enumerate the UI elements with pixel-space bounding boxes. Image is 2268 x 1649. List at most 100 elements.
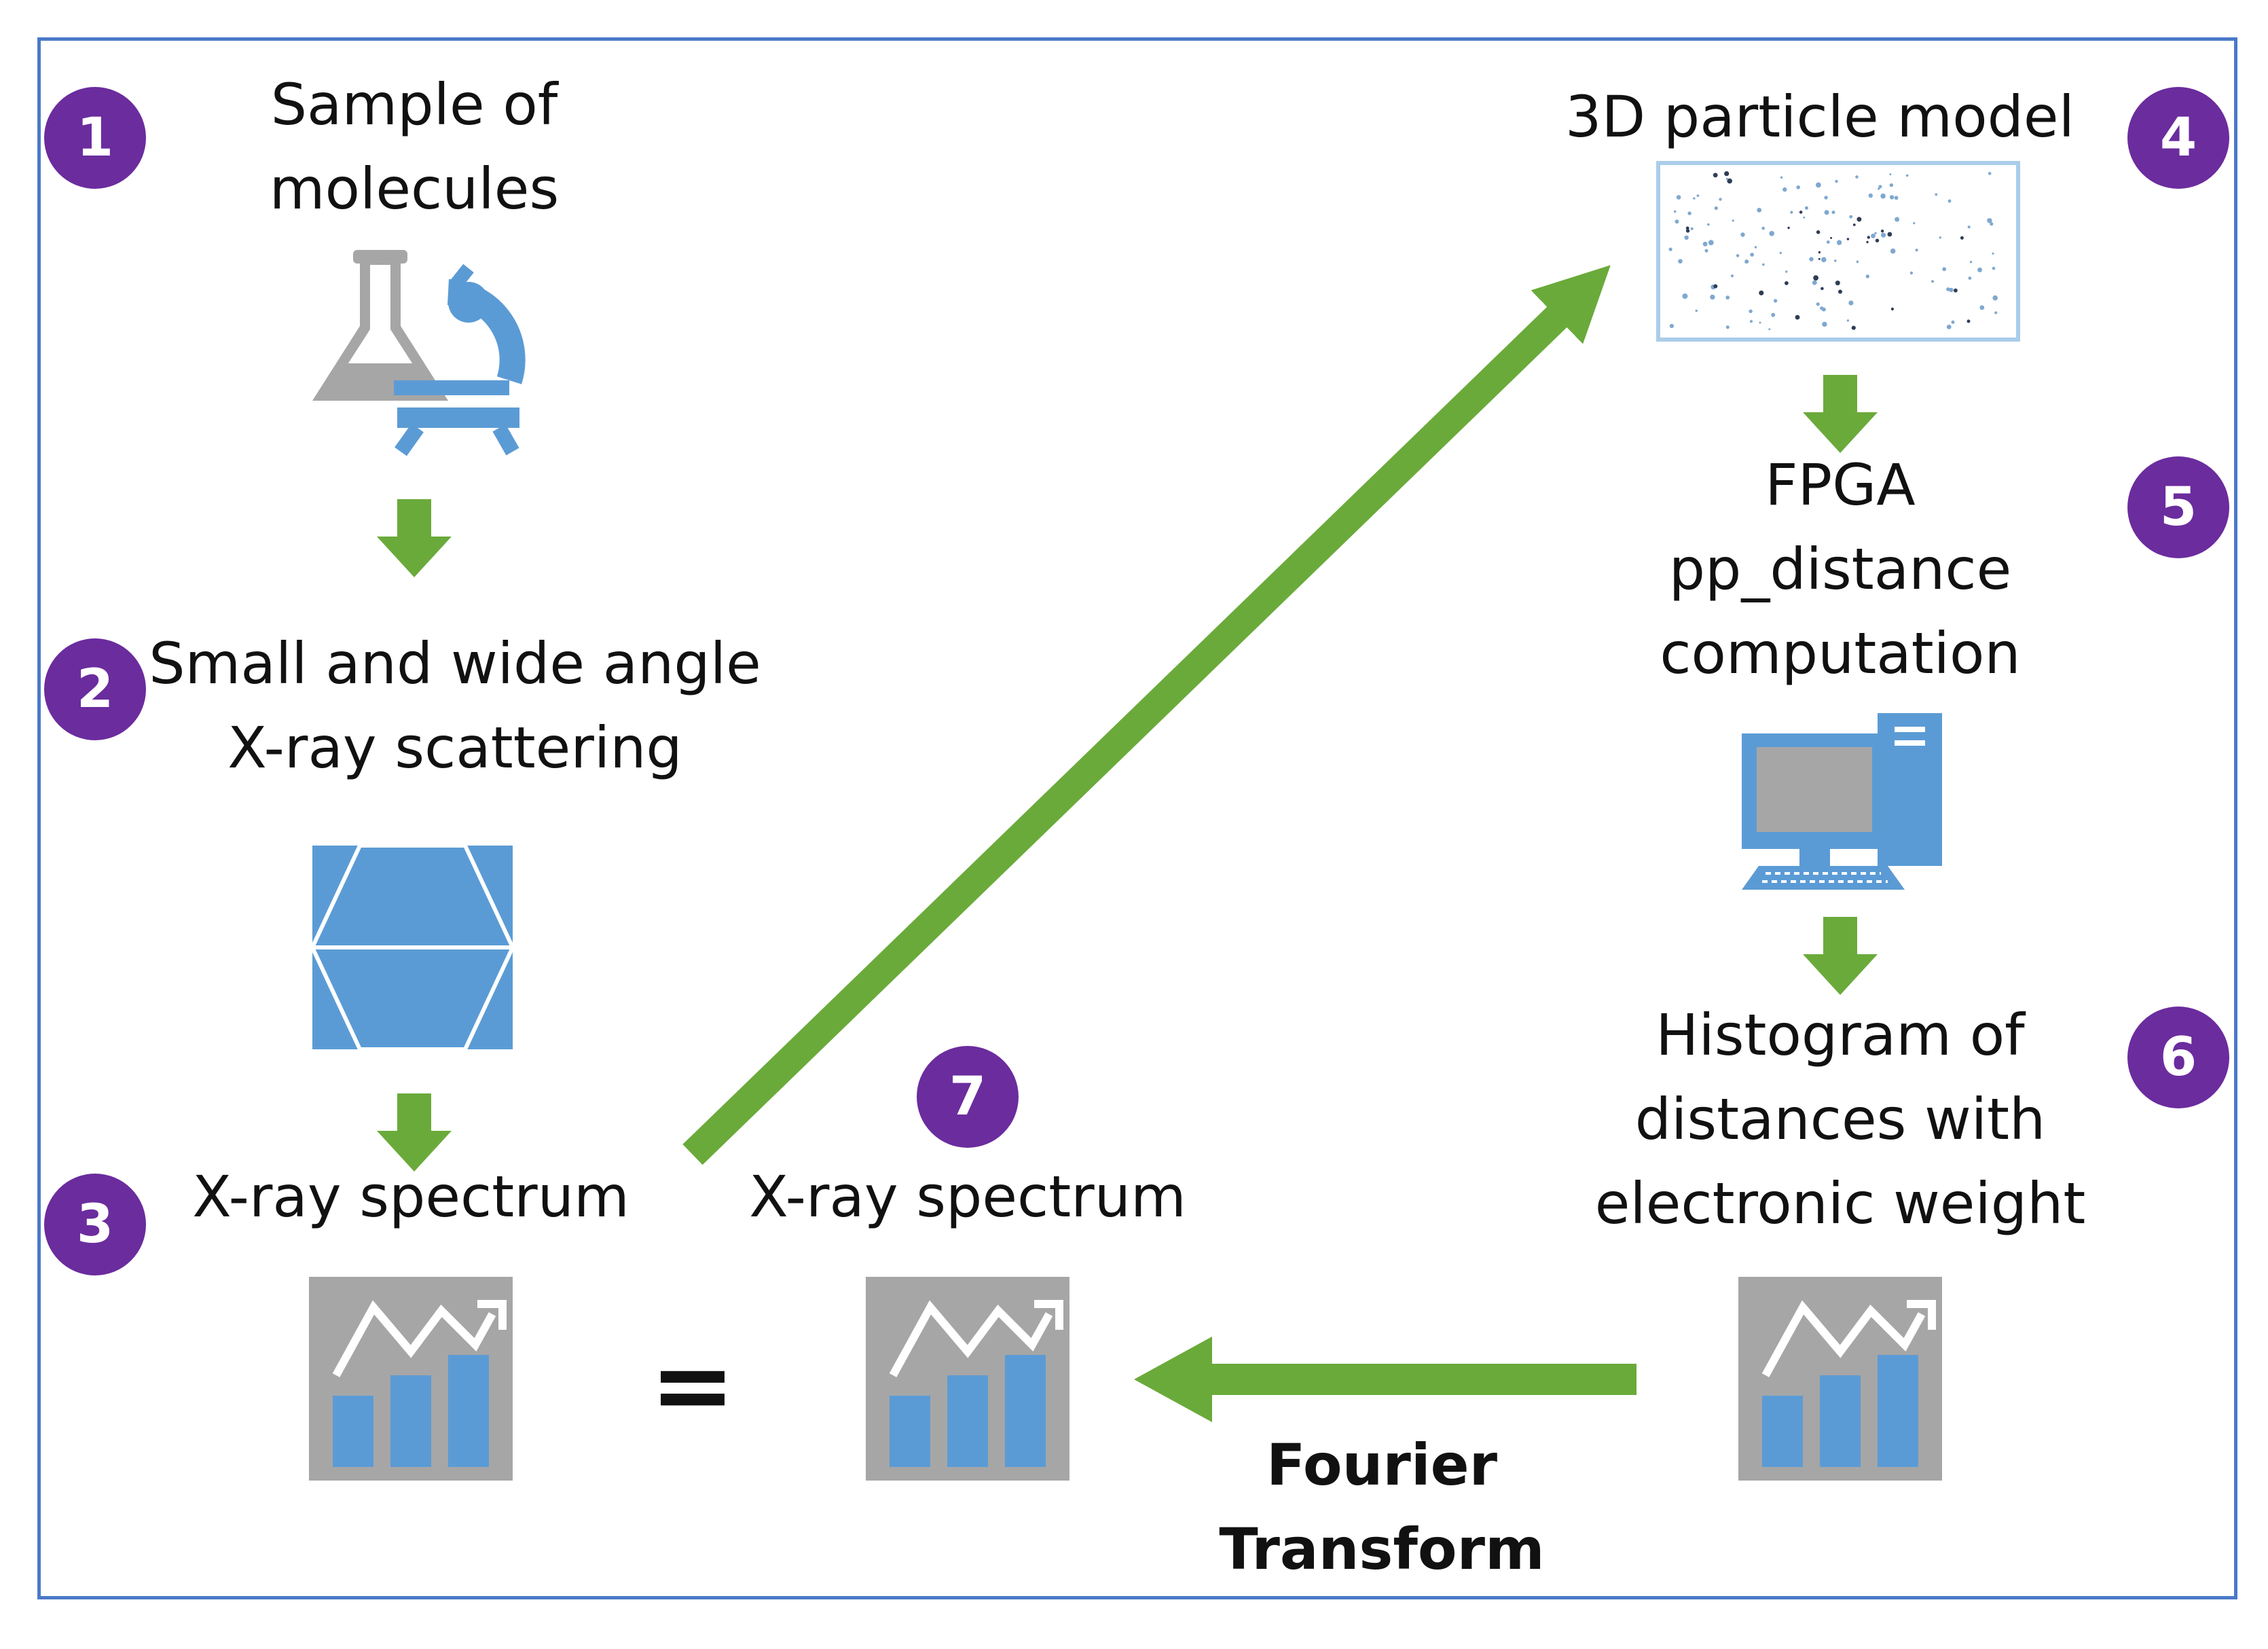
particle-dot (1818, 257, 1821, 260)
arrow-1-to-2 (377, 499, 452, 577)
particle-dot (1895, 217, 1900, 222)
particle-dot (1947, 199, 1952, 203)
step-4-label: 3D particle model (1541, 75, 2098, 159)
particle-dot (1979, 305, 1985, 310)
arrow-6-to-7 (1134, 1337, 1636, 1422)
step-6-label-line: Histogram of (1656, 1002, 2025, 1068)
particle-dot (1730, 274, 1734, 278)
particle-dot (1960, 236, 1964, 240)
particle-dot (1909, 271, 1914, 275)
desktop-computer-icon (1742, 713, 1942, 890)
particle-dot (1816, 182, 1821, 188)
particle-dot (1736, 254, 1740, 257)
particle-dot (1894, 196, 1899, 200)
chart-trend-icon-step-3 (309, 1277, 513, 1481)
particle-dot (1708, 240, 1714, 246)
particle-dot (1846, 319, 1850, 322)
particle-dot (1761, 226, 1765, 230)
step-3-label-line: X-ray spectrum (192, 1163, 629, 1230)
step-badge-1: 1 (44, 87, 146, 189)
particle-dot (1725, 325, 1730, 329)
lab-flask-microscope-icon (312, 250, 526, 456)
particle-dot (1890, 307, 1894, 311)
particle-dot (1809, 257, 1814, 261)
particle-dot (1875, 238, 1880, 242)
particle-dot (1935, 193, 1938, 196)
particle-dot (1702, 241, 1708, 247)
particle-dot (1713, 284, 1718, 289)
particle-dot (1799, 211, 1803, 214)
particle-dot (1977, 267, 1982, 272)
particle-dot (1878, 185, 1882, 189)
particle-dot (1878, 187, 1880, 190)
particle-dot (1967, 225, 1971, 229)
step-6-label-line: electronic weight (1594, 1170, 2086, 1237)
particle-dot (1693, 197, 1696, 200)
particle-dot (1678, 259, 1683, 264)
particle-dot (1874, 232, 1877, 235)
equals-sign: = (650, 1326, 735, 1445)
particle-dot (1835, 280, 1840, 286)
particle-dot (1931, 280, 1935, 283)
particle-dot (1690, 227, 1694, 230)
particle-dot (1838, 289, 1842, 294)
particle-dot (1889, 183, 1894, 187)
particle-dot (1675, 219, 1679, 224)
particle-dot (1785, 281, 1789, 285)
particle-dot (1851, 325, 1856, 330)
step-badge-2: 2 (44, 638, 146, 740)
particle-dot (1804, 206, 1808, 210)
step-1-label: Sample of molecules (211, 62, 618, 231)
particle-dot (1749, 309, 1753, 313)
particle-dot (1949, 287, 1954, 293)
particle-dot (1779, 251, 1782, 255)
particle-dot (1849, 215, 1853, 219)
step-5-label-line: pp_distance (1668, 536, 2012, 602)
particle-dot (1821, 287, 1824, 291)
step-5-label-line: FPGA (1765, 452, 1916, 518)
particle-dot (1818, 251, 1821, 254)
chart-trend-icon-step-6 (1738, 1277, 1942, 1481)
particle-dot (1780, 176, 1783, 179)
step-6-label-line: distances with (1634, 1086, 2046, 1153)
particle-dot (1816, 302, 1820, 306)
particle-dot (1732, 219, 1734, 222)
particle-dot (1889, 195, 1895, 200)
particle-dot (1795, 314, 1800, 320)
step-5-label-line: computation (1660, 620, 2021, 687)
step-5-label: FPGA pp_distance computation (1603, 443, 2078, 695)
particle-dot (1824, 210, 1829, 215)
particle-scatter-thumbnail (1656, 161, 2020, 342)
particle-dot (1835, 179, 1838, 183)
fourier-transform-label-line: Fourier (1266, 1432, 1498, 1498)
particle-dot (1813, 275, 1819, 281)
particle-dot (1744, 259, 1749, 264)
particle-dot (1830, 236, 1833, 239)
particle-dot (1987, 218, 1992, 223)
step-2-label: Small and wide angle X-ray scattering (136, 621, 774, 790)
particle-dot (1803, 216, 1806, 219)
particle-dot (1696, 194, 1700, 197)
particle-dot (1880, 193, 1886, 199)
particle-dot (1913, 222, 1916, 225)
particle-dot (1725, 295, 1730, 300)
fourier-transform-label-line: Transform (1219, 1516, 1545, 1582)
hexagon-tile-icon (310, 844, 515, 1051)
particle-dot (1668, 247, 1672, 251)
particle-dot (1990, 222, 1994, 226)
particle-dot (1826, 240, 1830, 244)
arrow-5-to-6 (1803, 917, 1878, 995)
particle-dot (1846, 238, 1850, 240)
particle-dot (1868, 193, 1873, 198)
particle-dot (1704, 249, 1708, 253)
particle-dot (1750, 253, 1755, 257)
particle-dot (1740, 232, 1745, 237)
particle-dot (1889, 173, 1892, 176)
particle-dot (1880, 230, 1884, 233)
particle-dot (1673, 210, 1677, 213)
particle-dot (1848, 300, 1854, 306)
particle-dot (1695, 309, 1698, 312)
particle-dot (1992, 295, 1998, 301)
arrow-2-to-3 (377, 1093, 452, 1172)
